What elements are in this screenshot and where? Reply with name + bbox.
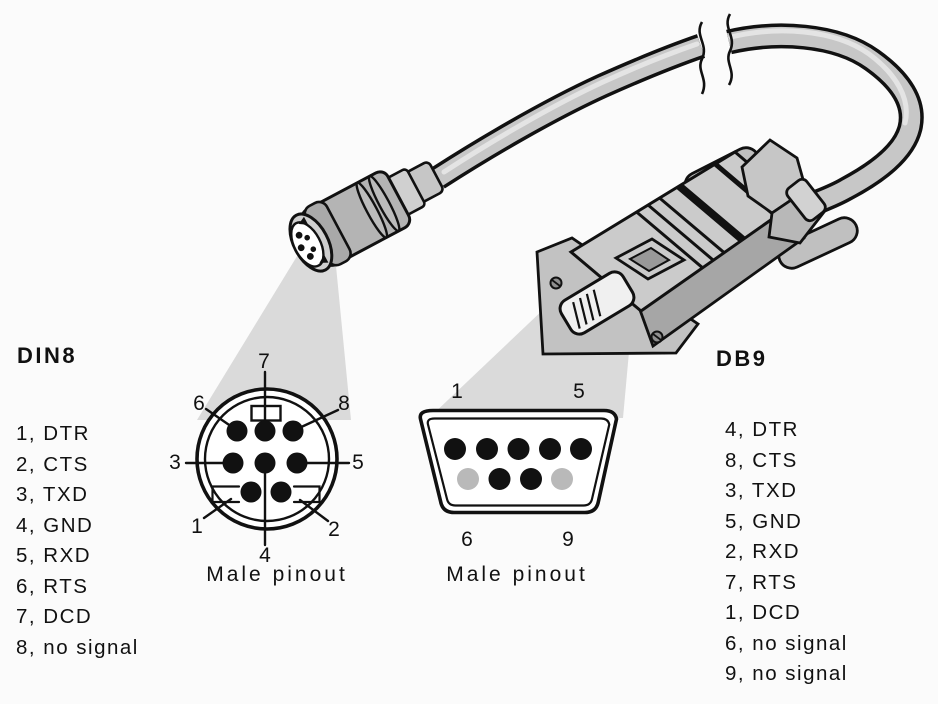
cable-right-segment: [726, 27, 921, 215]
db9-pin-list-item: 6, no signal: [725, 631, 848, 655]
db9-label-9: 9: [562, 528, 574, 551]
db9-thumbscrew-bottom: [777, 216, 859, 270]
db9-pin5-dot: [570, 438, 592, 460]
db9-label-1: 1: [451, 380, 463, 403]
db9-flange-screw-top: [549, 276, 563, 290]
db9-caption: Male pinout: [446, 563, 588, 586]
cable: [431, 13, 924, 218]
din8-pin-list-item: 7, DCD: [16, 605, 93, 628]
din8-pin7-dot: [254, 420, 276, 442]
db9-pin-list: 4, DTR 8, CTS 3, TXD 5, GND 2, RXD 7, RT…: [725, 415, 848, 690]
din8-pin5-dot: [286, 452, 308, 474]
db9-title: DB9: [716, 346, 768, 371]
db9-pinout-diagram: [418, 408, 619, 515]
db9-pin3-dot: [507, 438, 530, 460]
din8-label-5: 5: [352, 451, 364, 474]
db9-pin-list-item: 2, RXD: [725, 540, 801, 563]
din8-pin-list-item: 3, TXD: [16, 483, 89, 506]
db9-inner-shell: [426, 417, 611, 507]
din8-pin-list-item: 1, DTR: [16, 422, 90, 445]
din8-caption: Male pinout: [206, 563, 348, 586]
db9-hood-hole-inner: [627, 246, 671, 273]
db9-outer-shell: [418, 408, 619, 515]
din8-pin-list-item: 5, RXD: [16, 544, 92, 567]
db9-label-6: 6: [461, 528, 473, 551]
din8-pin4-dot: [254, 452, 276, 474]
db9-dsub-face: [558, 270, 636, 336]
cable-break-mark-right: [726, 13, 734, 86]
din8-pin-list: 1, DTR 2, CTS 3, TXD 4, GND 5, RXD 6, RT…: [16, 419, 139, 663]
din8-connector: [288, 161, 444, 273]
din8-pin-list-item: 4, GND: [16, 513, 94, 537]
din8-pin1-dot: [240, 481, 262, 503]
db9-pin-list-item: 4, DTR: [725, 418, 799, 441]
db9-pin-list-item: 9, no signal: [725, 662, 848, 685]
din8-label-2: 2: [328, 518, 340, 541]
din8-pin3-dot: [222, 452, 244, 474]
db9-pin2-dot: [476, 438, 498, 460]
din8-label-1: 1: [191, 515, 203, 538]
leader-pin8: [295, 408, 340, 431]
db9-pin1-dot: [444, 438, 466, 460]
cable-break-mark-left: [698, 21, 706, 95]
din8-label-3: 3: [169, 451, 181, 474]
din8-title: DIN8: [17, 343, 78, 368]
din8-face-pins: [295, 216, 329, 263]
db9-connector: [535, 138, 859, 356]
din8-pin-list-item: 8, no signal: [16, 635, 139, 659]
db9-pin4-dot: [539, 438, 561, 460]
din8-label-6: 6: [193, 392, 205, 415]
db9-pin-list-item: 3, TXD: [725, 479, 798, 502]
leader-pin2: [298, 498, 330, 523]
db9-flange-screw-bottom: [650, 330, 664, 344]
db9-pin-list-item: 8, CTS: [725, 448, 798, 472]
din8-label-8: 8: [338, 392, 350, 415]
din8-pin8-dot: [282, 420, 304, 442]
db9-boot-collar: [785, 177, 827, 223]
din8-beam: [197, 248, 351, 420]
din8-label-4: 4: [259, 544, 271, 567]
db9-pin6-dot: [457, 468, 479, 490]
leader-pin1: [202, 497, 233, 520]
din8-pinout-diagram: [184, 370, 351, 547]
din8-pin-list-item: 6, RTS: [16, 574, 89, 598]
cable-right-highlight: [728, 28, 909, 126]
db9-pin8-dot: [520, 468, 542, 490]
cable-left-highlight: [441, 41, 700, 175]
db9-pin-list-item: 7, RTS: [725, 570, 798, 594]
db9-pin9-dot: [551, 468, 573, 490]
din8-pin-list-item: 2, CTS: [16, 452, 89, 476]
din8-ridge-ring-1: [355, 181, 389, 239]
din8-right-notch: [292, 485, 321, 504]
db9-label-5: 5: [573, 380, 585, 403]
db9-pin7-dot: [488, 468, 511, 490]
din8-ridge-ring-2: [367, 174, 401, 233]
db9-pin-list-item: 5, GND: [725, 509, 803, 533]
db9-pin-list-item: 1, DCD: [725, 601, 802, 624]
din8-label-7: 7: [258, 350, 270, 373]
din8-pin6-dot: [226, 420, 248, 442]
din8-pin2-dot: [270, 481, 292, 503]
